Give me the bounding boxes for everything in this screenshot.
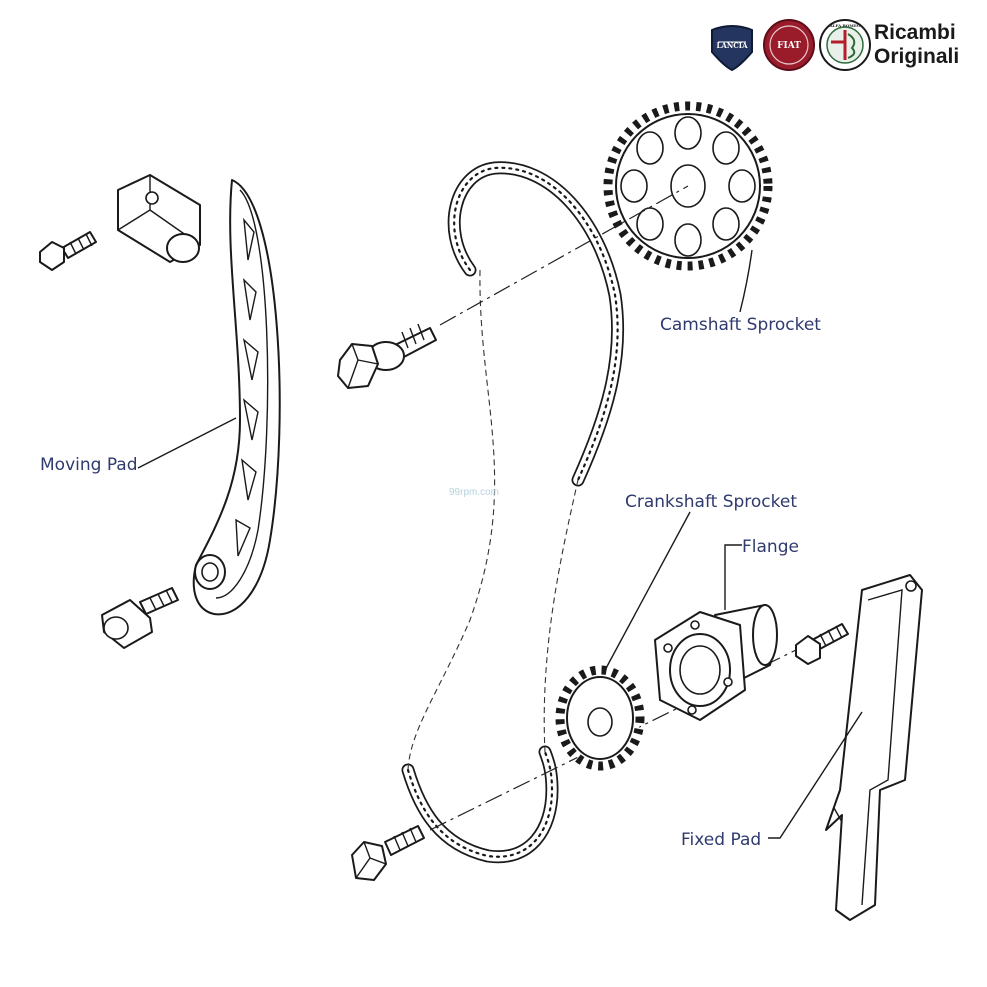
tensioner-block	[117, 174, 201, 263]
camshaft-sprocket-label: Camshaft Sprocket	[660, 315, 821, 335]
alfa-romeo-badge-icon: ALFA ROMEO	[819, 19, 871, 71]
brand-line-2: Originali	[874, 45, 959, 68]
watermark-text: 99rpm.com	[449, 487, 499, 498]
fiat-badge-text: FIAT	[777, 41, 801, 51]
fixed-pad-label: Fixed Pad	[681, 830, 761, 850]
moving-pad-leader	[137, 417, 237, 469]
timing-chain-lower	[401, 745, 559, 864]
tensioner-bolt	[39, 231, 97, 271]
pad-pivot-bolt	[101, 587, 179, 649]
timing-chain-upper	[447, 161, 625, 487]
lower-bolt	[351, 825, 425, 881]
camshaft-sprocket-leader	[739, 249, 753, 313]
camshaft-axis-line	[439, 185, 689, 326]
fiat-badge-icon: FIAT	[763, 19, 815, 71]
moving-pad-label: Moving Pad	[40, 455, 138, 475]
crankshaft-sprocket-leader	[603, 511, 691, 673]
lancia-badge-icon: LANCIA	[711, 25, 753, 72]
flange-bolt	[795, 623, 849, 665]
brand-line-1: Ricambi	[874, 21, 956, 44]
camshaft-bolt	[337, 323, 437, 389]
fixed-pad-leader	[768, 711, 863, 839]
crankshaft-sprocket	[555, 665, 645, 771]
alfa-romeo-badge-text: ALFA ROMEO	[829, 23, 861, 28]
flange-label: Flange	[742, 537, 799, 557]
chain-path-dashed-left	[407, 269, 496, 771]
chain-path-dashed-right	[543, 479, 579, 753]
brand-logos: LANCIA FIAT ALFA ROMEO Ricambi Originali	[711, 19, 959, 72]
moving-pad	[192, 179, 281, 616]
fixed-pad	[825, 574, 923, 921]
lancia-badge-text: LANCIA	[716, 41, 748, 50]
crankshaft-sprocket-label: Crankshaft Sprocket	[625, 492, 797, 512]
crankshaft-flange	[654, 604, 778, 721]
flange-leader	[724, 544, 742, 610]
